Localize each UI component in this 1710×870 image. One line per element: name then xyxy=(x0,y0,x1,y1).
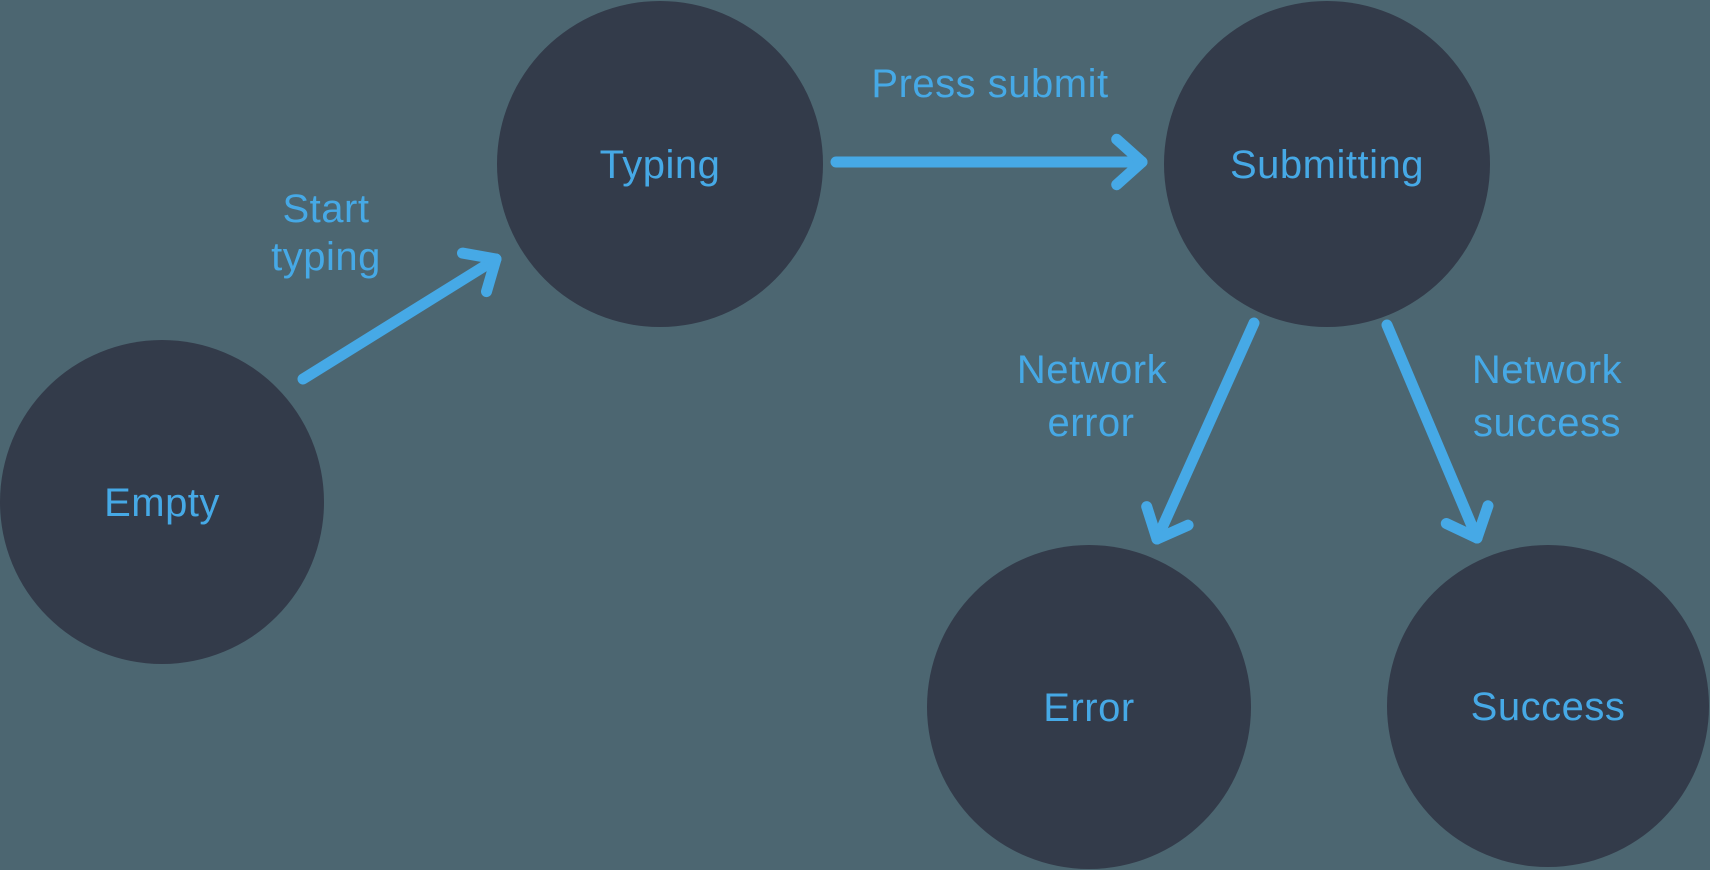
state-circle-error xyxy=(927,545,1251,869)
state-circle-submitting xyxy=(1164,1,1490,327)
state-node-submitting: Submitting xyxy=(1164,1,1490,327)
state-label-submitting: Submitting xyxy=(1230,143,1424,187)
transition-label-network-success-line2: success xyxy=(1473,401,1621,445)
state-circle-success xyxy=(1387,545,1709,867)
transition-arrow-shaft-network-error xyxy=(1151,317,1260,545)
state-label-empty: Empty xyxy=(104,481,220,525)
state-node-empty: Empty xyxy=(0,340,324,664)
arrowhead-icon-start-typing xyxy=(457,247,502,298)
arrowhead-icon-network-success xyxy=(1440,500,1494,544)
transition-label-press-submit-line1: Press submit xyxy=(871,62,1108,106)
state-label-error: Error xyxy=(1043,686,1134,730)
transition-arrow-shaft-start-typing xyxy=(297,253,502,385)
state-circle-typing xyxy=(497,1,823,327)
transition-label-network-error-line1: Network xyxy=(1017,348,1168,392)
state-node-typing: Typing xyxy=(497,1,823,327)
transition-network-success: Network success xyxy=(1381,319,1623,544)
state-node-success: Success xyxy=(1387,545,1709,867)
arrowhead-icon-press-submit xyxy=(1111,133,1148,191)
state-circle-empty xyxy=(0,340,324,664)
transition-press-submit: Press submit xyxy=(830,62,1148,191)
transition-label-start-typing-line1: Start xyxy=(283,187,370,231)
arrowhead-icon-network-error xyxy=(1141,501,1194,545)
transition-label-network-success-line1: Network xyxy=(1472,348,1623,392)
state-node-error: Error xyxy=(927,545,1251,869)
transition-arrow-shaft-network-success xyxy=(1381,319,1483,544)
transition-label-start-typing-line2: typing xyxy=(271,235,381,279)
state-label-success: Success xyxy=(1471,685,1626,729)
state-label-typing: Typing xyxy=(600,143,721,187)
transition-label-network-error-line2: error xyxy=(1048,401,1135,445)
transition-network-error: Network error xyxy=(1017,317,1260,545)
